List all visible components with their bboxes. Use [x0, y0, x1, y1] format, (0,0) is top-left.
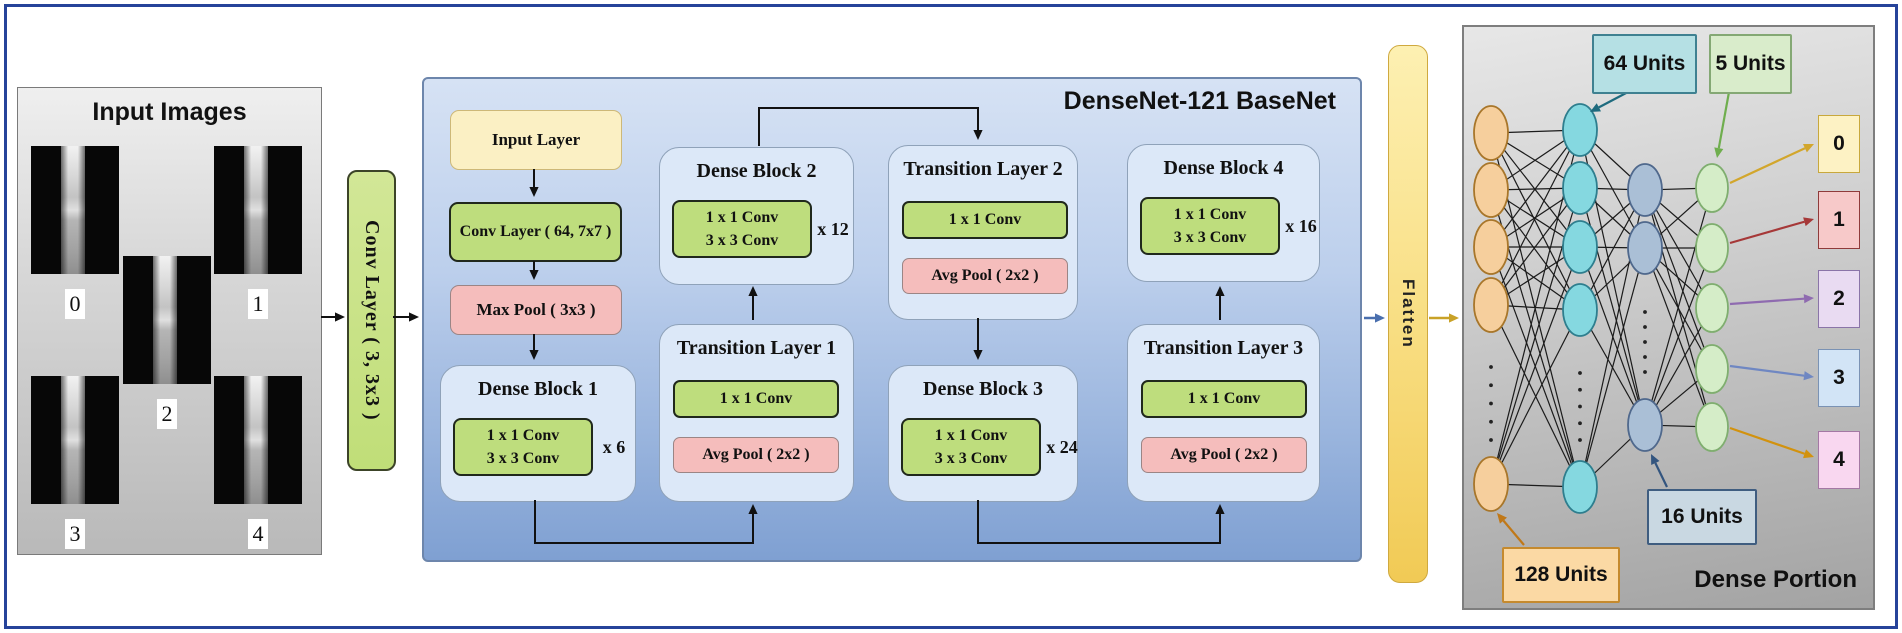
- flatten-label: Flatten: [1399, 279, 1418, 349]
- input-images-panel: Input Images 0 1 2 3 4: [17, 87, 322, 555]
- dense-block-3-title: Dense Block 3: [923, 378, 1043, 400]
- dense-block-1: Dense Block 1 1 x 1 Conv 3 x 3 Conv x 6: [440, 365, 636, 502]
- xray-scan-image: [31, 146, 119, 274]
- dense-block-3: Dense Block 3 1 x 1 Conv 3 x 3 Conv x 24: [888, 365, 1078, 502]
- xray-label-0: 0: [65, 289, 85, 319]
- conv-layer-3x3-label: Conv Layer ( 3, 3x3 ): [361, 220, 383, 421]
- xray-unit-0: 0: [31, 146, 119, 319]
- dense-block-1-convs: 1 x 1 Conv 3 x 3 Conv: [453, 418, 593, 476]
- dense-block-2-title: Dense Block 2: [696, 160, 817, 182]
- output-box-1: 1: [1818, 191, 1860, 249]
- transition-layer-1: Transition Layer 1 1 x 1 Conv Avg Pool (…: [659, 324, 854, 502]
- transition-layer-2-title: Transition Layer 2: [903, 158, 1063, 180]
- units-label-16: 16 Units: [1647, 489, 1757, 545]
- dense-block-3-convs: 1 x 1 Conv 3 x 3 Conv: [901, 418, 1041, 476]
- dense-block-4-convs: 1 x 1 Conv 3 x 3 Conv: [1140, 197, 1280, 255]
- transition-layer-2-conv: 1 x 1 Conv: [902, 201, 1068, 239]
- transition-layer-3: Transition Layer 3 1 x 1 Conv Avg Pool (…: [1127, 324, 1320, 502]
- dense-block-2-convs: 1 x 1 Conv 3 x 3 Conv: [672, 200, 812, 258]
- densenet-panel: DenseNet-121 BaseNet Input Layer Conv La…: [422, 77, 1362, 562]
- xray-scan-image: [31, 376, 119, 504]
- xray-scan-image: [214, 146, 302, 274]
- conv-1x1-label: 1 x 1 Conv: [934, 426, 1008, 444]
- dense-portion-title: Dense Portion: [1694, 566, 1857, 593]
- conv-3x3-label: 3 x 3 Conv: [934, 450, 1008, 467]
- xray-label-4: 4: [248, 519, 268, 549]
- conv-1x1-label: 1 x 1 Conv: [486, 426, 560, 444]
- max-pool-box: Max Pool ( 3x3 ): [450, 285, 622, 335]
- transition-layer-1-conv: 1 x 1 Conv: [673, 380, 839, 418]
- input-layer-box: Input Layer: [450, 110, 622, 170]
- dense-block-2-repeat: x 12: [817, 218, 849, 239]
- xray-scan-image: [123, 256, 211, 384]
- dense-block-3-repeat: x 24: [1046, 436, 1078, 457]
- xray-label-1: 1: [248, 289, 268, 319]
- xray-unit-4: 4: [214, 376, 302, 549]
- dense-block-1-title: Dense Block 1: [478, 378, 598, 400]
- conv-layer-64-box: Conv Layer ( 64, 7x7 ): [449, 202, 622, 262]
- output-box-4: 4: [1818, 431, 1860, 489]
- xray-unit-3: 3: [31, 376, 119, 549]
- conv-layer-3x3-block: Conv Layer ( 3, 3x3 ): [347, 170, 396, 471]
- conv-1x1-label: 1 x 1 Conv: [705, 208, 779, 226]
- xray-scan-image: [214, 376, 302, 504]
- units-label-128: 128 Units: [1502, 547, 1620, 603]
- xray-unit-2: 2: [123, 256, 211, 429]
- dense-block-4-repeat: x 16: [1285, 215, 1317, 236]
- conv-3x3-label: 3 x 3 Conv: [705, 232, 779, 249]
- xray-label-3: 3: [65, 519, 85, 549]
- conv-3x3-label: 3 x 3 Conv: [486, 450, 560, 467]
- dense-block-2: Dense Block 2 1 x 1 Conv 3 x 3 Conv x 12: [659, 147, 854, 285]
- dense-block-4: Dense Block 4 1 x 1 Conv 3 x 3 Conv x 16: [1127, 144, 1320, 282]
- flatten-block: Flatten: [1388, 45, 1428, 583]
- units-label-5: 5 Units: [1709, 34, 1792, 94]
- conv-1x1-label: 1 x 1 Conv: [1173, 205, 1247, 223]
- output-box-0: 0: [1818, 115, 1860, 173]
- transition-layer-2: Transition Layer 2 1 x 1 Conv Avg Pool (…: [888, 145, 1078, 320]
- densenet-title: DenseNet-121 BaseNet: [1063, 87, 1336, 115]
- conv-3x3-label: 3 x 3 Conv: [1173, 229, 1247, 246]
- dense-block-1-repeat: x 6: [602, 436, 626, 457]
- dense-block-4-title: Dense Block 4: [1163, 157, 1284, 179]
- transition-layer-2-pool: Avg Pool ( 2x2 ): [902, 258, 1068, 294]
- transition-layer-1-title: Transition Layer 1: [676, 337, 837, 359]
- dense-portion-panel: 64 Units 5 Units 16 Units 128 Units 0 1 …: [1462, 25, 1875, 610]
- transition-layer-1-pool: Avg Pool ( 2x2 ): [673, 437, 839, 473]
- transition-layer-3-conv: 1 x 1 Conv: [1141, 380, 1307, 418]
- transition-layer-3-pool: Avg Pool ( 2x2 ): [1141, 437, 1307, 473]
- xray-unit-1: 1: [214, 146, 302, 319]
- units-label-64: 64 Units: [1592, 34, 1697, 94]
- output-box-2: 2: [1818, 270, 1860, 328]
- input-images-title: Input Images: [92, 98, 247, 126]
- output-box-3: 3: [1818, 349, 1860, 407]
- xray-label-2: 2: [157, 399, 177, 429]
- transition-layer-3-title: Transition Layer 3: [1143, 337, 1304, 359]
